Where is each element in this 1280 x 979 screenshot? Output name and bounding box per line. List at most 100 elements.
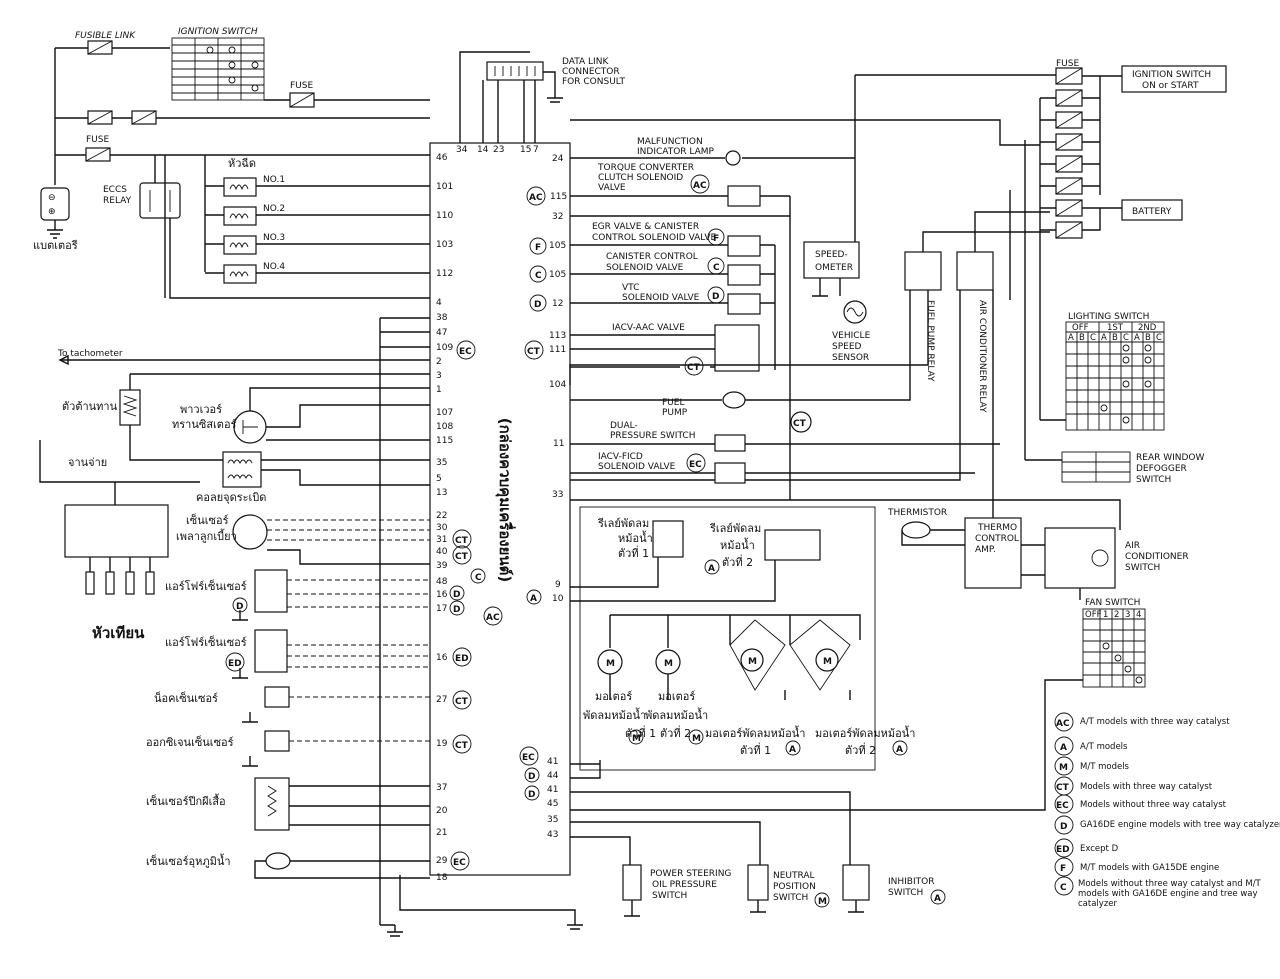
svg-text:M: M (748, 657, 757, 667)
egr-label-2: CONTROL SOLENOID VALVE (592, 233, 716, 243)
spark-plug-label: หัวเทียน (92, 624, 145, 642)
pin-label: 16 (436, 590, 448, 600)
fuse-left-label: FUSE (86, 135, 109, 145)
svg-text:EC: EC (1056, 801, 1069, 811)
motor-1-label-3: ตัวที่ 1 (625, 725, 656, 740)
neutral-switch-label-2: POSITION (773, 882, 816, 892)
svg-text:F: F (713, 234, 719, 244)
svg-text:A: A (708, 564, 715, 574)
svg-text:CT: CT (455, 697, 469, 707)
svg-text:A: A (896, 745, 903, 755)
legend-item: M M/T models (1054, 756, 1130, 776)
svg-text:⊖: ⊖ (48, 193, 56, 203)
pin-label: 109 (436, 343, 453, 353)
svg-text:B: B (1145, 333, 1151, 343)
pin-label: 44 (547, 771, 559, 781)
fan-col-2: 2 (1114, 610, 1119, 620)
crank-sensor-icon (232, 514, 268, 550)
lighting-sub-cols: A B C A B C A B C (1068, 333, 1162, 343)
motor-2-label-3: ตัวที่ 2 (660, 725, 691, 740)
svg-text:A/T models: A/T models (1080, 742, 1128, 752)
svg-text:D: D (528, 790, 535, 800)
pin-label: 35 (436, 458, 447, 468)
tachometer-label: To tachometer (57, 349, 123, 359)
canister-solenoid-icon (727, 264, 761, 286)
resistor-icon (119, 389, 141, 426)
afm-1-label: แอร์โฟร์เซ็นเซอร์ (165, 579, 247, 593)
egr-label: EGR VALVE & CANISTER (592, 222, 699, 232)
pin-label: 29 (436, 856, 448, 866)
pin-label: 115 (436, 436, 453, 446)
pin-label: 45 (547, 799, 558, 809)
pin-label: 14 (477, 145, 489, 155)
pin-label: 1 (436, 385, 442, 395)
pin-label: 31 (436, 535, 447, 545)
inhibitor-switch-label-2: SWITCH (888, 888, 923, 898)
fan-relay-2-icon (764, 529, 821, 561)
vtc-label-2: SOLENOID VALVE (622, 293, 700, 303)
lighting-col-1st: 1ST (1107, 323, 1124, 333)
actuators: MALFUNCTION INDICATOR LAMP TORQUE CONVER… (569, 75, 1121, 530)
battery-right-label: BATTERY (1132, 207, 1172, 217)
pin-label: 7 (533, 145, 539, 155)
pin-label: 23 (493, 145, 504, 155)
svg-text:ED: ED (228, 659, 242, 669)
svg-text:CT: CT (455, 552, 469, 562)
fan-relay-2-label-3: ตัวที่ 2 (722, 554, 753, 569)
radiator-fans: รีเลย์พัดลม หม้อน้ำ ตัวที่ 1 รีเลย์พัดลม… (570, 506, 915, 771)
fan-relay-2-label: รีเลย์พัดลม (709, 522, 761, 535)
pin-label: 9 (555, 580, 561, 590)
injector-3-label: NO.3 (263, 233, 285, 243)
pin-label: 112 (436, 269, 453, 279)
svg-text:AC: AC (486, 613, 500, 623)
variant-markers: AC AC F F C C D D CT CT EC EC CT CT C D … (225, 174, 946, 908)
mil-lamp-icon (725, 150, 741, 166)
svg-text:C: C (1090, 333, 1096, 343)
svg-text:CT: CT (1056, 783, 1070, 793)
pin-label: 35 (547, 815, 558, 825)
ign-on-start-label: IGNITION SWITCH (1132, 70, 1211, 80)
pin-label: 113 (549, 331, 566, 341)
svg-text:F: F (535, 243, 541, 253)
power-transistor-label: พาวเวอร์ (180, 403, 222, 416)
ac-relay-icon (956, 251, 994, 291)
svg-text:A: A (1060, 743, 1067, 753)
svg-text:M: M (823, 657, 832, 667)
svg-text:A: A (530, 594, 537, 604)
ign-on-start-label-2: ON or START (1142, 81, 1199, 91)
neutral-switch-label-3: SWITCH (773, 893, 808, 903)
fan-col-3: 3 (1125, 610, 1130, 620)
pin-label: 17 (436, 604, 447, 614)
eccs-relay-icon (139, 182, 181, 219)
svg-text:AC: AC (693, 181, 707, 191)
fan-switch: FAN SWITCH OFF 1 2 3 4 (570, 588, 1146, 811)
svg-text:AC: AC (529, 193, 543, 203)
motor-4-label: มอเตอร์พัดลมหม้อน้ำ (815, 725, 915, 740)
pin-label: 105 (549, 270, 566, 280)
fuel-pump-relay-label: FUEL PUMP RELAY (925, 300, 935, 382)
battery-label: แบตเตอรี (33, 239, 78, 252)
svg-text:A: A (1068, 333, 1074, 343)
pin-label: 111 (549, 345, 566, 355)
pin-label: 30 (436, 523, 448, 533)
thermo-amp-label-2: CONTROL (975, 534, 1019, 544)
ecu-label: (กล่องควบคุมเครื่องยนต์) (495, 418, 516, 583)
pin-label: 101 (436, 182, 453, 192)
knock-sensor-icon (264, 686, 290, 708)
legend-item: A A/T models (1054, 736, 1128, 756)
iacv-aac-label: IACV-AAC VALVE (612, 323, 685, 333)
pin-label: 4 (436, 298, 442, 308)
iacv-ficd-icon (714, 462, 746, 484)
pin-label: 104 (549, 380, 566, 390)
distributor-label: จานจ่าย (68, 456, 107, 469)
ac-control: THERMISTOR THERMO CONTROL AMP. AIR CONDI… (887, 290, 1189, 589)
ac-switch-icon (1044, 527, 1116, 589)
eccs-relay-injectors: ECCS RELAY หัวฉีด NO.1 NO.2 NO.3 NO.4 (103, 155, 430, 925)
legend-item: AC A/T models with three way catalyst (1054, 712, 1230, 732)
pin-label: 11 (553, 439, 564, 449)
lighting-switch: LIGHTING SWITCH OFF 1ST 2ND A B C A B C … (1040, 312, 1165, 431)
svg-text:EC: EC (453, 858, 466, 868)
ground-left (380, 924, 403, 937)
svg-text:EC: EC (689, 460, 702, 470)
svg-text:D: D (528, 772, 535, 782)
